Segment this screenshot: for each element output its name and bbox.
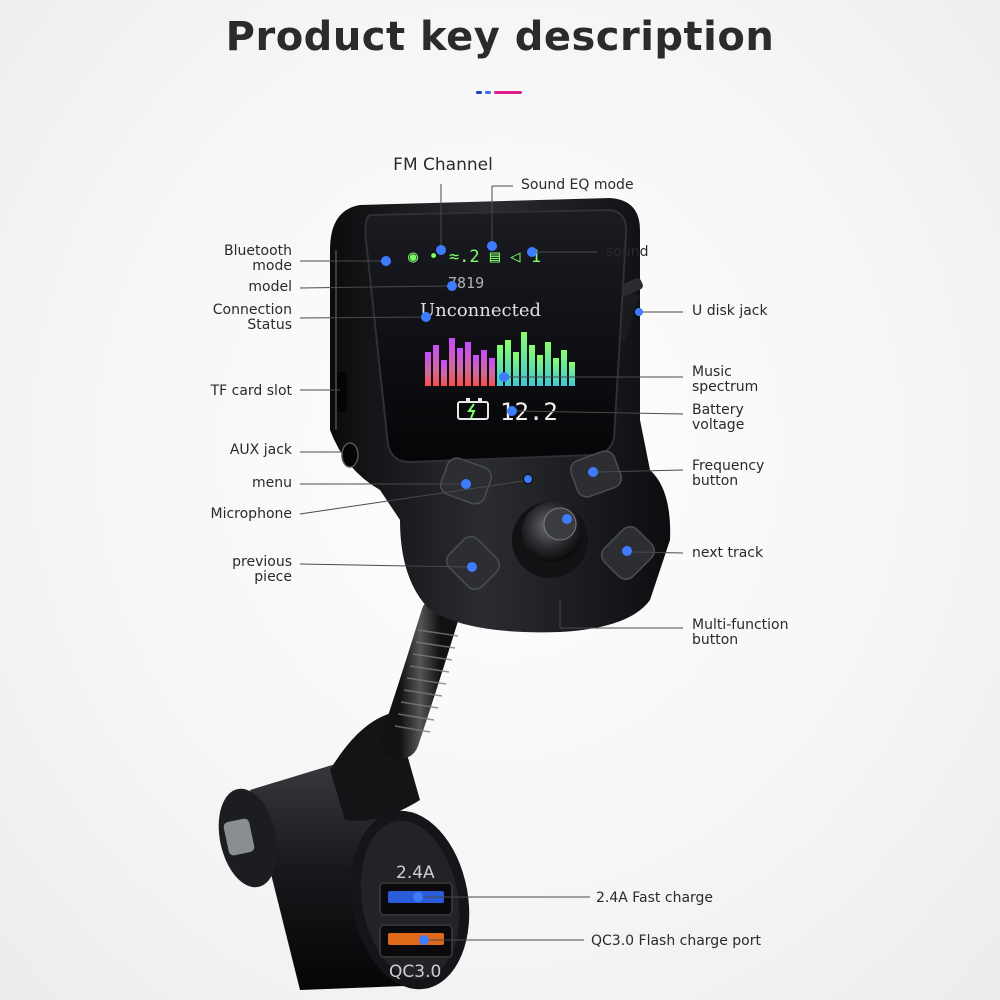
label-multi-function-button: Multi-function button [692, 617, 789, 648]
port-label-qc30: QC3.0 [389, 962, 441, 982]
leader-lines [299, 184, 684, 941]
label-fm-channel: FM Channel [393, 155, 493, 175]
label-music-spectrum: Music spectrum [692, 364, 759, 395]
label-flash-charge-port: QC3.0 Flash charge port [591, 933, 761, 949]
tf-card-slot [337, 372, 347, 412]
label-markers [381, 241, 643, 945]
label-connection-status: Connection Status [212, 302, 292, 333]
label-microphone: Microphone [210, 506, 293, 522]
label-next-track: next track [692, 545, 764, 561]
screen-connection-text: Unconnected [420, 300, 541, 321]
screen-status-row: ◉ • ≈.2 ▤ ◁ 1 [408, 247, 541, 267]
label-bluetooth-mode: Bluetooth mode [224, 243, 292, 274]
screen-model-text: 7819 [448, 274, 484, 292]
label-frequency-button: Frequency button [692, 458, 765, 489]
label-tf-card-slot: TF card slot [210, 383, 292, 399]
label-battery-voltage: Battery voltage [692, 402, 745, 433]
title-decoration [476, 91, 524, 95]
label-previous-piece: previous piece [232, 554, 292, 585]
label-sound-eq-mode: Sound EQ mode [521, 177, 634, 193]
label-model: model [248, 279, 292, 295]
page-title: Product key description [225, 14, 775, 60]
aux-jack [341, 442, 359, 468]
music-spectrum-display [425, 332, 575, 386]
display-screen [364, 208, 628, 464]
battery-icon [457, 398, 489, 420]
label-aux-jack: AUX jack [229, 442, 292, 458]
label-u-disk-jack: U disk jack [692, 303, 768, 319]
label-menu: menu [252, 475, 292, 491]
label-fast-charge: 2.4A Fast charge [596, 890, 714, 906]
port-label-2-4a: 2.4A [396, 863, 435, 883]
gooseneck [330, 596, 459, 821]
label-sound: sound [606, 244, 649, 260]
